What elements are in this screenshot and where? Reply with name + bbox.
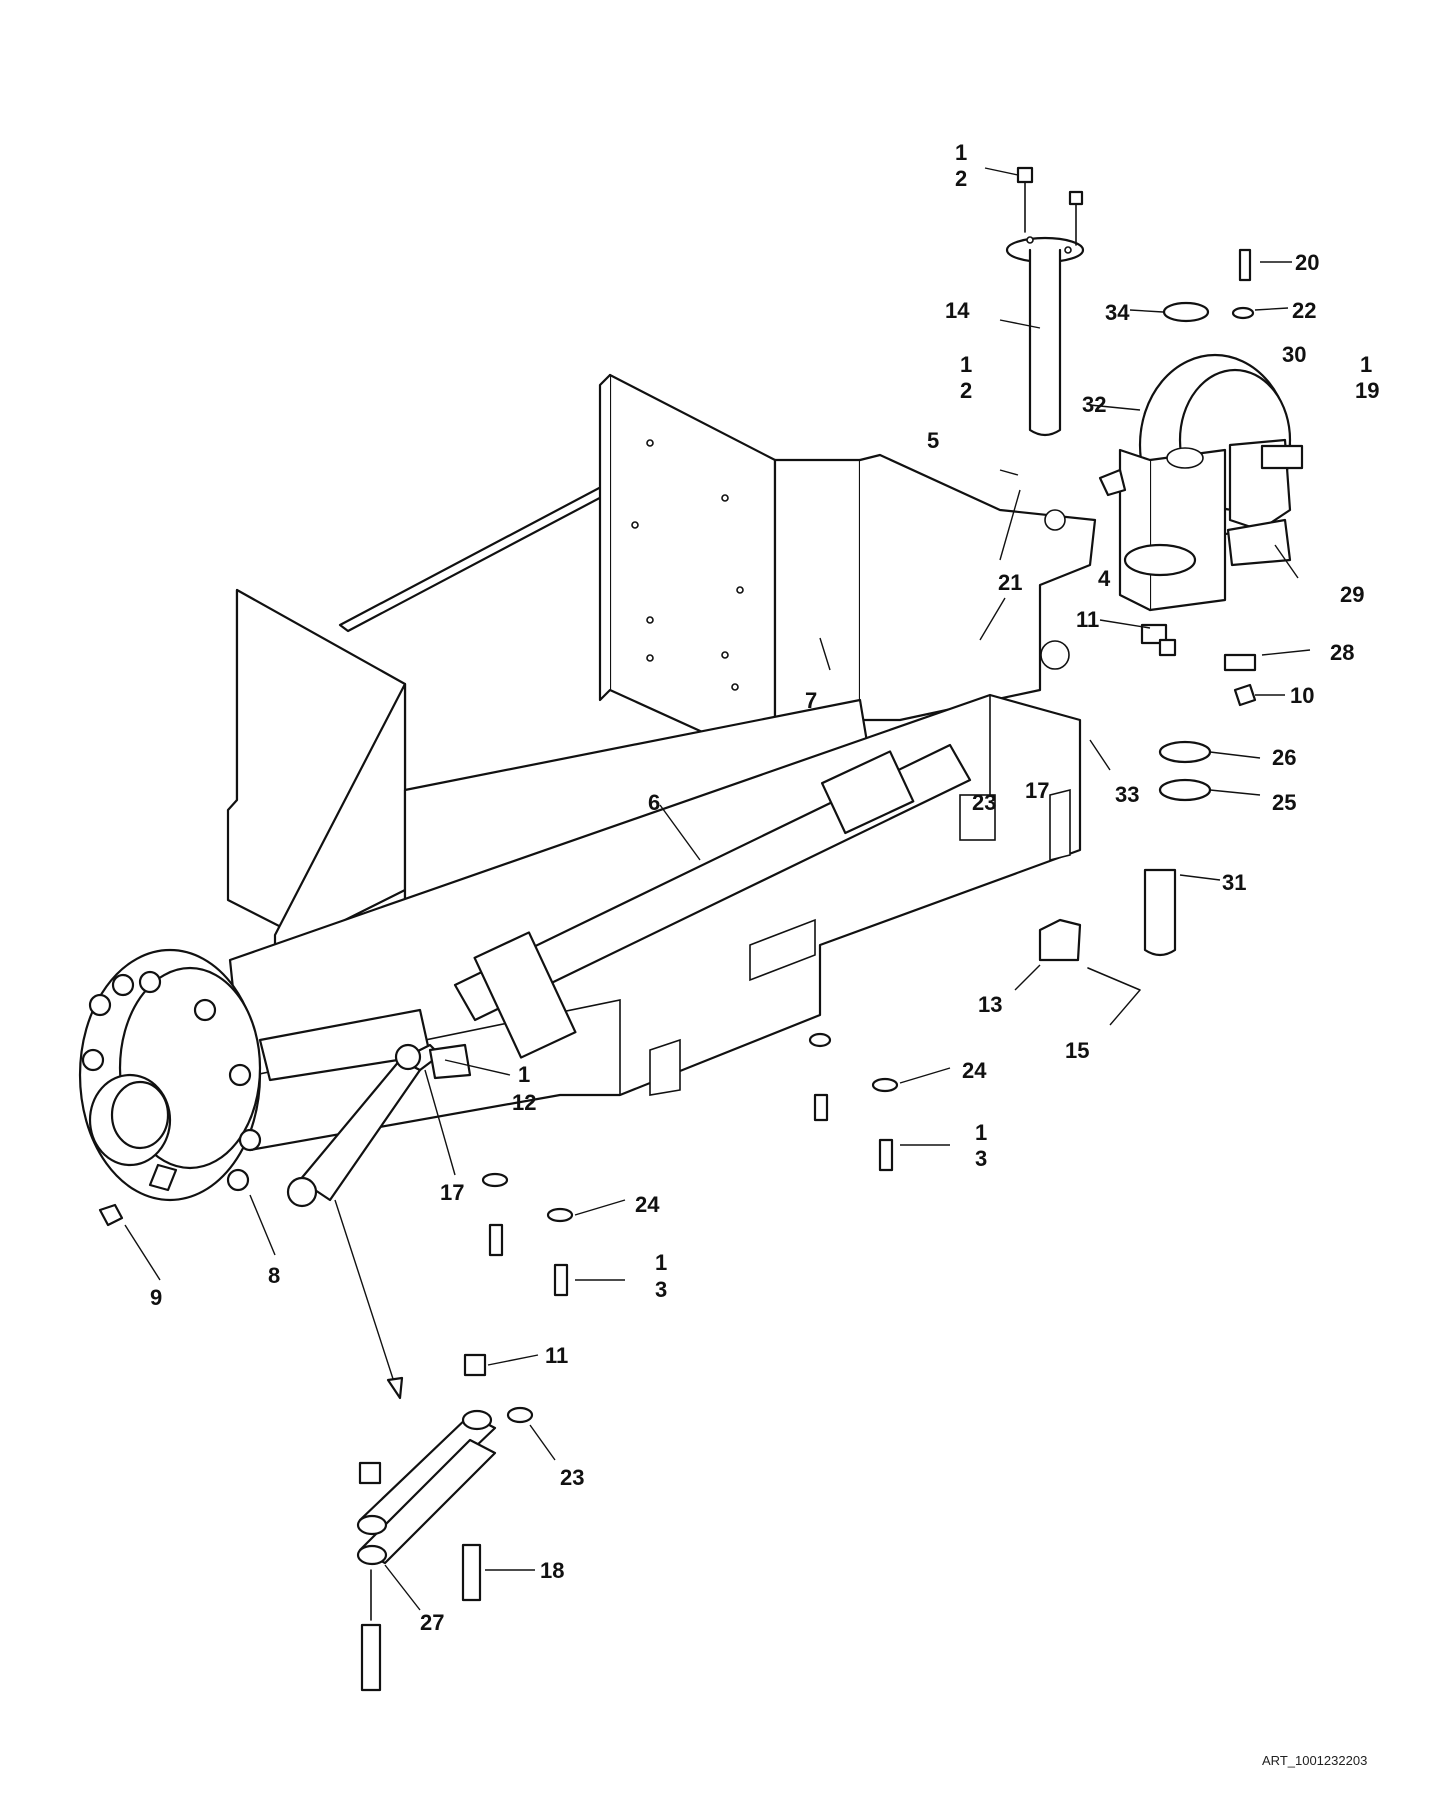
kingpin-assembly xyxy=(1005,166,1085,437)
callout-2: 2 xyxy=(960,378,972,403)
callout-30: 30 xyxy=(1282,342,1306,367)
callout-29: 29 xyxy=(1340,582,1364,607)
detail-arrowhead xyxy=(386,1376,404,1400)
callout-6: 6 xyxy=(648,790,660,815)
callout-26: 26 xyxy=(1272,745,1296,770)
back-plate-holes xyxy=(631,439,744,691)
callout-24: 24 xyxy=(962,1058,987,1083)
callout-3: 3 xyxy=(975,1146,987,1171)
callout-31: 31 xyxy=(1222,870,1246,895)
callout-25: 25 xyxy=(1272,790,1296,815)
callout-9: 9 xyxy=(150,1285,162,1310)
axle-frame-assembly xyxy=(226,373,1097,1152)
callout-1: 1 xyxy=(975,1120,987,1145)
callout-3: 3 xyxy=(655,1277,667,1302)
leader-lines xyxy=(124,167,1311,1611)
callout-28: 28 xyxy=(1330,640,1354,665)
callout-13: 13 xyxy=(978,992,1002,1017)
callout-17: 17 xyxy=(1025,778,1049,803)
callout-1: 1 xyxy=(1360,352,1372,377)
callout-34: 34 xyxy=(1105,300,1130,325)
callout-23: 23 xyxy=(560,1465,584,1490)
callout-27: 27 xyxy=(420,1610,444,1635)
callout-32: 32 xyxy=(1082,392,1106,417)
callout-2: 2 xyxy=(955,166,967,191)
callout-8: 8 xyxy=(268,1263,280,1288)
callout-4: 4 xyxy=(1098,566,1111,591)
callout-5: 5 xyxy=(927,428,939,453)
tie-rod-detail xyxy=(356,1353,534,1692)
detail-arrow xyxy=(334,1199,396,1386)
callout-7: 7 xyxy=(805,688,817,713)
callout-20: 20 xyxy=(1295,250,1319,275)
callout-1: 1 xyxy=(655,1250,667,1275)
callout-labels: 1 2 20 34 22 14 30 1 19 1 2 32 5 4 29 21… xyxy=(150,140,1379,1635)
callout-1: 1 xyxy=(955,140,967,165)
callout-10: 10 xyxy=(1290,683,1314,708)
callout-23: 23 xyxy=(972,790,996,815)
callout-24: 24 xyxy=(635,1192,660,1217)
art-code: ART_1001232203 xyxy=(1262,1753,1367,1768)
callout-33: 33 xyxy=(1115,782,1139,807)
callout-1: 1 xyxy=(960,352,972,377)
callout-14: 14 xyxy=(945,298,970,323)
hub-studs xyxy=(81,970,262,1192)
callout-15: 15 xyxy=(1065,1038,1089,1063)
callout-12: 12 xyxy=(512,1090,536,1115)
spindle-assembly xyxy=(1098,353,1304,612)
callout-19: 19 xyxy=(1355,378,1379,403)
callout-17: 17 xyxy=(440,1180,464,1205)
callout-1: 1 xyxy=(518,1062,530,1087)
small-hardware xyxy=(98,248,1257,1297)
callout-18: 18 xyxy=(540,1558,564,1583)
callout-21: 21 xyxy=(998,570,1022,595)
wheel-hub-assembly xyxy=(78,948,472,1208)
callout-11: 11 xyxy=(1076,607,1099,632)
callout-22: 22 xyxy=(1292,298,1316,323)
callout-11: 11 xyxy=(545,1343,568,1368)
